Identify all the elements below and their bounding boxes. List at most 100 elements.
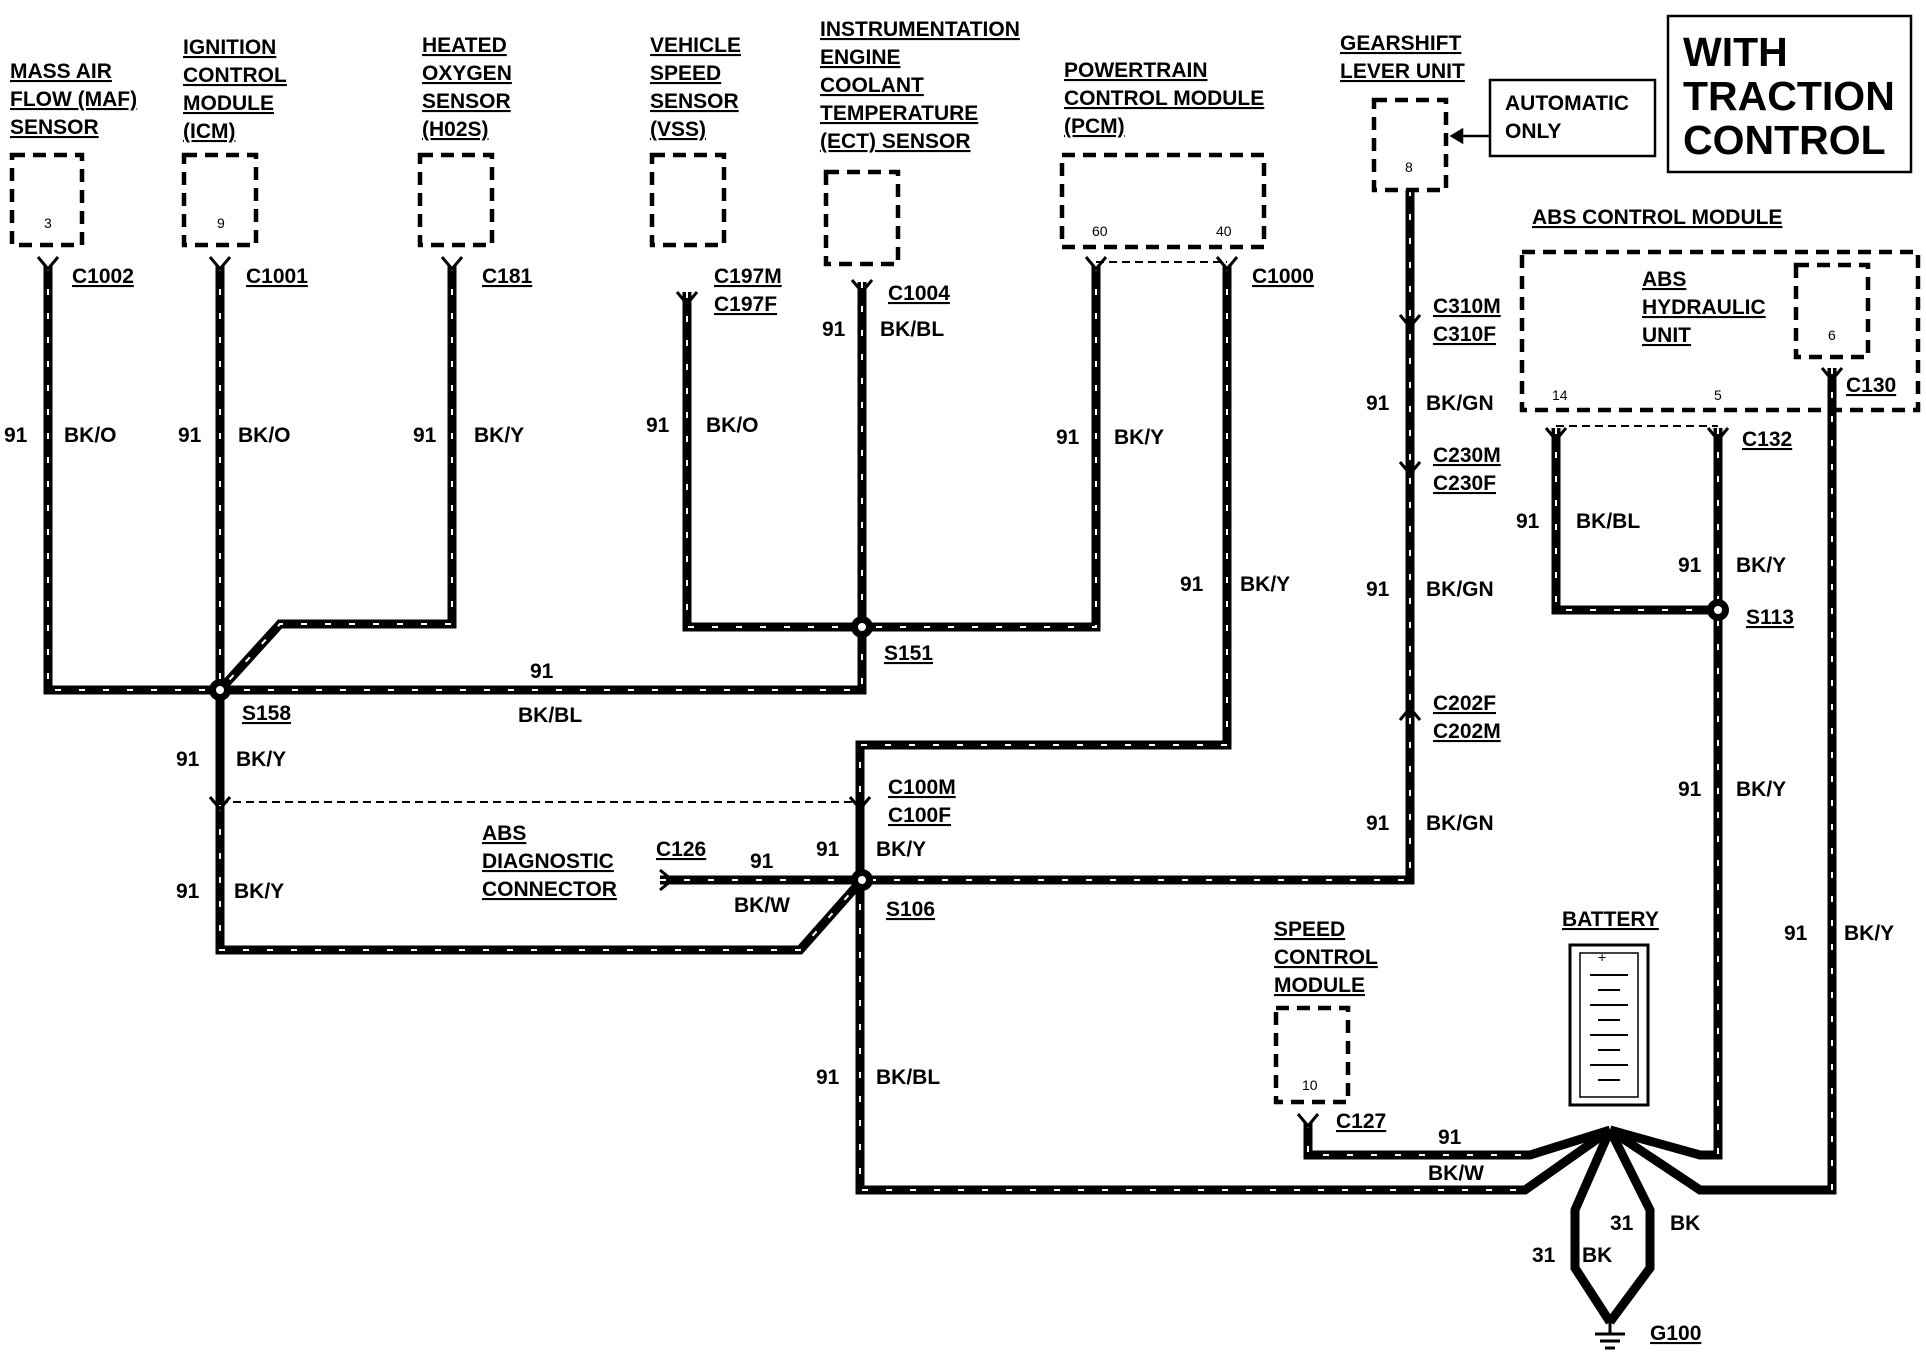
ect-label-3: COOLANT	[820, 74, 924, 97]
wire-ho2s	[216, 265, 457, 694]
wire-vss	[682, 292, 862, 632]
speed-control-box	[1273, 1005, 1351, 1105]
s106-circuit-down: 91	[816, 1066, 840, 1089]
vss-label-1: VEHICLE	[650, 34, 741, 57]
c100-left-color: BK/Y	[234, 880, 284, 903]
abs-color-s113: BK/Y	[1736, 778, 1786, 801]
abs-unit-connector: C130	[1846, 374, 1896, 397]
abs-splice-label: S113	[1746, 606, 1794, 629]
abs-pin-5: 5	[1714, 387, 1722, 403]
gearshift-color3: BK/GN	[1426, 812, 1494, 835]
abs-color-5: BK/Y	[1736, 554, 1786, 577]
ground-color-right: BK	[1670, 1212, 1700, 1235]
gearshift-label-1: GEARSHIFT	[1340, 32, 1462, 55]
pcm-label-2: CONTROL MODULE	[1064, 87, 1264, 110]
icm-label-1: IGNITION	[183, 36, 276, 59]
note-line-1: AUTOMATIC	[1505, 92, 1629, 115]
speed-control-connector: C127	[1336, 1110, 1386, 1133]
abs-diag-color: BK/W	[734, 894, 790, 917]
gearshift-conn3-m: C202M	[1433, 720, 1501, 743]
abs-circuit-s113: 91	[1678, 778, 1702, 801]
pcm-label-1: POWERTRAIN	[1064, 59, 1208, 82]
abs-diag-label-1: ABS	[482, 822, 526, 845]
c100-color: BK/Y	[876, 838, 926, 861]
battery	[1568, 943, 1650, 1107]
abs-pin-14: 14	[1552, 387, 1568, 403]
s158-color-down: BK/Y	[236, 748, 286, 771]
vss-label-4: (VSS)	[650, 118, 706, 141]
pcm-circuit-40: 91	[1180, 573, 1204, 596]
gearshift-conn3-f: C202F	[1433, 692, 1496, 715]
maf-box	[9, 152, 85, 248]
ect-label-5: (ECT) SENSOR	[820, 130, 971, 153]
maf-connector: C1002	[72, 265, 134, 288]
ground-circuit-right: 31	[1610, 1212, 1634, 1235]
ect-connector: C1004	[888, 282, 950, 305]
c100-circuit: 91	[816, 838, 840, 861]
icm-color: BK/O	[238, 424, 291, 447]
ho2s-label-2: OXYGEN	[422, 62, 512, 85]
pcm-label-3: (PCM)	[1064, 115, 1125, 138]
ho2s-label-3: SENSOR	[422, 90, 511, 113]
ho2s-box	[417, 152, 495, 248]
note-arrow	[1449, 127, 1490, 145]
wire-ground-left	[1570, 1128, 1615, 1325]
speed-control-label-2: CONTROL	[1274, 946, 1378, 969]
vss-connector-f: C197F	[714, 293, 777, 316]
gearshift-conn2-m: C230M	[1433, 444, 1501, 467]
title-line-1: WITH	[1683, 29, 1788, 75]
gearshift-conn1-f: C310F	[1433, 323, 1496, 346]
ect-label-1: INSTRUMENTATION	[820, 18, 1020, 41]
s106-label: S106	[886, 898, 935, 921]
battery-label: BATTERY	[1562, 908, 1659, 931]
ho2s-label-1: HEATED	[422, 34, 507, 57]
gearshift-circuit2: 91	[1366, 578, 1390, 601]
vss-color: BK/O	[706, 414, 759, 437]
abs-diag-circuit: 91	[750, 850, 774, 873]
wire-highlights	[47, 190, 1833, 1191]
abs-color-unit: BK/Y	[1844, 922, 1894, 945]
note-line-2: ONLY	[1505, 120, 1561, 143]
speed-control-circuit: 91	[1438, 1126, 1462, 1149]
title-line-2: TRACTION	[1683, 73, 1895, 119]
ect-label-4: TEMPERATURE	[820, 102, 978, 125]
vss-connector-m: C197M	[714, 265, 782, 288]
abs-diag-label-2: DIAGNOSTIC	[482, 850, 614, 873]
ect-label-2: ENGINE	[820, 46, 901, 69]
ect-circuit: 91	[822, 318, 846, 341]
gearshift-color1: BK/GN	[1426, 392, 1494, 415]
maf-pin: 3	[44, 215, 52, 231]
gearshift-circuit3: 91	[1366, 812, 1390, 835]
pcm-circuit-60: 91	[1056, 426, 1080, 449]
gearshift-color2: BK/GN	[1426, 578, 1494, 601]
ect-box	[823, 169, 901, 267]
title-line-3: CONTROL	[1683, 117, 1886, 163]
s151-label: S151	[884, 642, 933, 665]
s158-circuit-down: 91	[176, 748, 200, 771]
wire-ground-right	[1605, 1127, 1655, 1325]
abs-unit-label-3: UNIT	[1642, 324, 1691, 347]
ground-circuit-left: 31	[1532, 1244, 1556, 1267]
pcm-color-40: BK/Y	[1240, 573, 1290, 596]
ho2s-color: BK/Y	[474, 424, 524, 447]
vss-circuit: 91	[646, 414, 670, 437]
vss-label-2: SPEED	[650, 62, 721, 85]
ground-color-left: BK	[1582, 1244, 1612, 1267]
icm-label-2: CONTROL	[183, 64, 287, 87]
note-box	[1488, 78, 1657, 158]
maf-label-2: FLOW (MAF)	[10, 88, 137, 111]
abs-unit-pin: 6	[1828, 327, 1836, 343]
abs-module-title: ABS CONTROL MODULE	[1532, 206, 1782, 229]
ho2s-connector: C181	[482, 265, 533, 288]
icm-circuit: 91	[178, 424, 202, 447]
abs-module-box	[1519, 249, 1921, 413]
wires	[43, 190, 1837, 1325]
abs-circuit-14: 91	[1516, 510, 1540, 533]
ho2s-circuit: 91	[413, 424, 437, 447]
icm-label-4: (ICM)	[183, 120, 235, 143]
gearshift-label-2: LEVER UNIT	[1340, 60, 1465, 83]
wire-maf	[43, 265, 220, 695]
c100-left-circuit: 91	[176, 880, 200, 903]
gearshift-conn1-m: C310M	[1433, 295, 1501, 318]
icm-connector: C1001	[246, 265, 308, 288]
